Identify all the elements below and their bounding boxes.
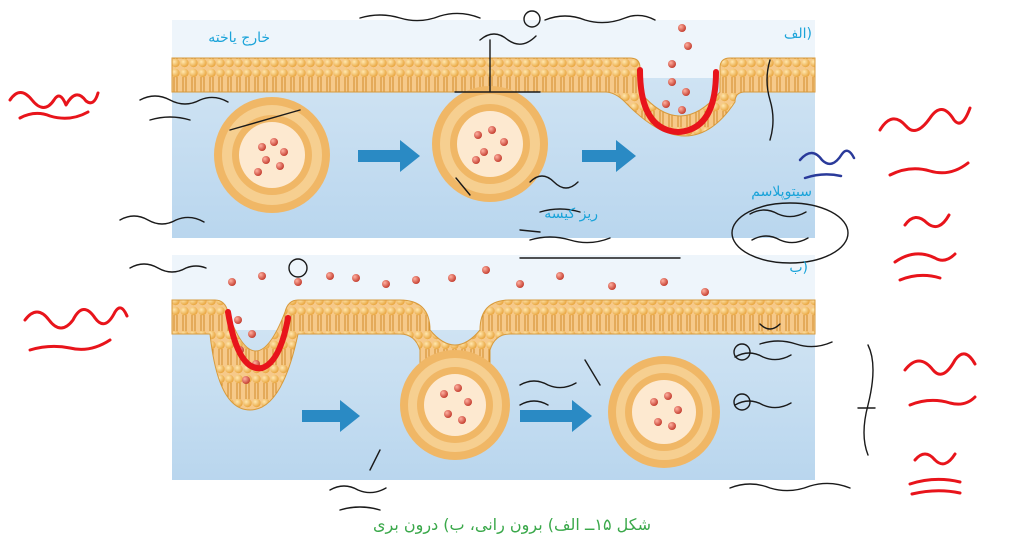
label-cytoplasm: سیتوپلاسم — [751, 184, 812, 200]
label-outside-cell: خارج یاخته — [208, 30, 270, 46]
hand-note-bottom — [330, 486, 386, 510]
label-vesicle: ریز کیسه — [544, 206, 598, 222]
vesicle-a1 — [214, 97, 330, 213]
vesicle-b1 — [400, 350, 510, 460]
red-note-right-1 — [880, 108, 970, 175]
panel-a-exocytosis — [172, 20, 815, 238]
hand-bracket-right — [858, 345, 875, 455]
red-note-left-bottom — [25, 308, 127, 350]
vesicle-b2 — [608, 356, 720, 468]
red-note-right-2 — [895, 215, 955, 280]
red-note-right-4 — [910, 454, 960, 494]
label-panel-b: ب) — [789, 260, 808, 276]
figure-caption: شکل ۱۵ــ الف) برون رانی، ب) درون بری — [373, 515, 651, 535]
red-note-right-3 — [905, 354, 975, 405]
red-note-left-top — [10, 93, 98, 119]
vesicle-a2 — [432, 86, 548, 202]
label-panel-a: الف) — [784, 26, 812, 42]
